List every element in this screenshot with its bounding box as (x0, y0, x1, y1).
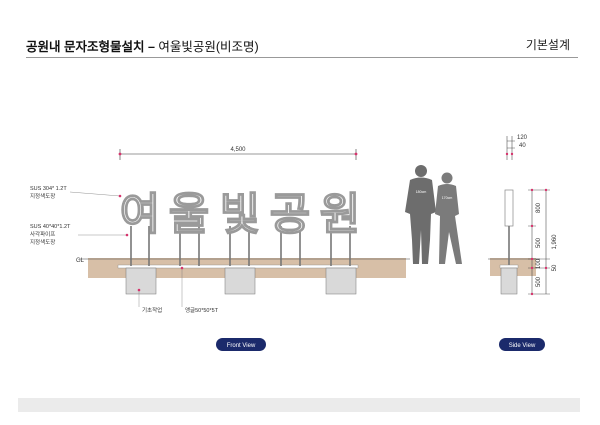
support-posts (130, 226, 351, 266)
figure-label-1: 180cm (416, 190, 427, 194)
side-dim-120: 120 (517, 135, 528, 141)
base-plate (117, 264, 359, 269)
side-top-dimensions: 120 40 (505, 135, 528, 160)
side-dim-500b: 500 (536, 276, 542, 287)
side-view-button[interactable]: Side View (499, 338, 545, 351)
side-vertical-dimensions: 800 500 100 500 1,960 50 (528, 188, 558, 296)
callout-sus40-line2: 사각파이프 (30, 230, 55, 238)
front-view-button-label: Front View (227, 343, 256, 349)
foundation-center (224, 267, 256, 295)
width-dim-label: 4,500 (230, 147, 246, 153)
side-base-plate (499, 264, 519, 269)
side-foundation (500, 267, 518, 295)
width-dimension: 4,500 (118, 147, 358, 160)
side-dim-800: 800 (536, 202, 542, 213)
side-dim-100: 100 (536, 258, 542, 269)
side-view: 120 40 (488, 135, 558, 351)
side-dim-1960: 1,960 (552, 234, 558, 250)
title-subtitle: 여울빛공원(비조명) (158, 40, 259, 54)
callout-sus304-line1: SUS 304* 1.2T (30, 186, 67, 192)
callout-angle-label: 앵글50*50*5T (185, 307, 219, 314)
callout-foundation: 기초작업 (137, 288, 162, 314)
title-bar: 공원내 문자조형물설치 – 여울빛공원(비조명) 기본설계 (26, 34, 578, 56)
callout-sus304: SUS 304* 1.2T 지정색도장 (30, 186, 122, 200)
foundation-right (325, 267, 357, 295)
title-text: 공원내 문자조형물설치 – (26, 40, 155, 54)
human-figure-female: 170cm (435, 172, 462, 264)
front-view: 4,500 GL (30, 147, 462, 351)
front-view-button[interactable]: Front View (216, 338, 266, 351)
letter-2: 울 (169, 189, 209, 240)
callout-foundation-label: 기초작업 (142, 306, 162, 314)
figure-label-2: 170cm (442, 196, 453, 200)
design-stage-label: 기본설계 (525, 38, 570, 52)
letter-5: 원 (320, 189, 360, 240)
side-dim-500a: 500 (536, 237, 542, 248)
ground-label: GL (76, 258, 85, 264)
callout-sus40: SUS 40*40*1.2T 사각파이프 지정색도장 (30, 224, 129, 246)
side-dim-40: 40 (519, 143, 526, 149)
side-letter-panel (504, 189, 514, 227)
title-divider (26, 57, 578, 58)
callout-angle: 앵글50*50*5T (180, 266, 219, 314)
callout-sus304-line2: 지정색도장 (30, 192, 55, 200)
human-figure-male: 180cm (405, 165, 436, 264)
callout-sus40-line3: 지정색도장 (30, 238, 55, 246)
letter-4: 공 (270, 189, 310, 240)
foundation-left (125, 267, 157, 295)
page-title: 공원내 문자조형물설치 – 여울빛공원(비조명) (26, 36, 259, 55)
side-view-button-label: Side View (509, 343, 536, 349)
letter-1: 여 (120, 189, 160, 240)
letter-sculptures: 여 울 빛 공 원 (119, 188, 361, 240)
letter-3: 빛 (220, 189, 260, 240)
side-dim-50: 50 (552, 264, 558, 271)
callout-sus40-line1: SUS 40*40*1.2T (30, 224, 71, 230)
footer-band (18, 398, 580, 412)
